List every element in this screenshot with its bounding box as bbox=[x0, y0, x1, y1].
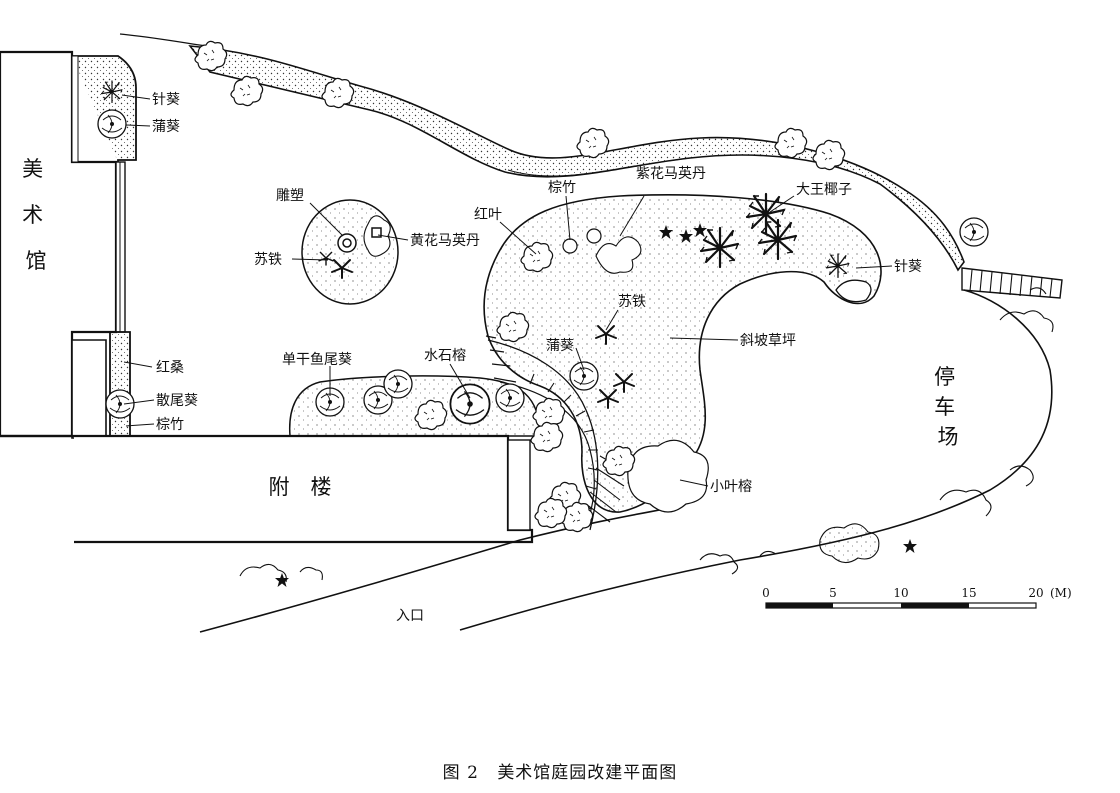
fan-palm-symbol bbox=[569, 361, 599, 391]
label-scattered-palm: 散尾葵 bbox=[156, 393, 198, 409]
label-purple-lantana: 紫花马英丹 bbox=[636, 165, 706, 182]
annex-building bbox=[0, 434, 534, 544]
label-cycas-left: 苏铁 bbox=[254, 252, 282, 268]
tree-symbol bbox=[495, 383, 525, 413]
rock-symbol bbox=[835, 279, 872, 303]
label-fishtail-palm: 单干鱼尾葵 bbox=[282, 351, 352, 368]
sculpture-island bbox=[301, 199, 399, 305]
shrub-symbol bbox=[774, 127, 808, 159]
scale-tick-20: 20 bbox=[1028, 586, 1043, 600]
label-museum: 美 术 馆 bbox=[22, 157, 50, 273]
curved-stairs bbox=[485, 335, 629, 531]
label-museum-char: 术 bbox=[22, 203, 43, 227]
water-banyan-symbol bbox=[449, 383, 491, 425]
labels: 美 术 馆 附 楼 停 车 场 入口 针葵 蒲葵 雕塑 苏铁 黄花马英丹 红叶 … bbox=[22, 92, 962, 624]
leader-lines bbox=[121, 94, 893, 487]
figure-caption: 图 2 美术馆庭园改建平面图 bbox=[0, 758, 1120, 783]
star-shrub-symbol bbox=[275, 573, 289, 587]
label-annex: 附 楼 bbox=[269, 475, 332, 499]
label-museum-char: 馆 bbox=[26, 249, 47, 273]
fan-palm-symbol bbox=[97, 109, 127, 139]
purple-lantana-symbol bbox=[595, 236, 642, 274]
label-slope-lawn: 斜坡草坪 bbox=[740, 333, 796, 349]
shrub-symbol bbox=[812, 139, 846, 171]
scale-bar: 0 5 10 15 20 (M) bbox=[762, 586, 1072, 609]
label-water-banyan: 水石榕 bbox=[424, 348, 466, 364]
scale-tick-5: 5 bbox=[829, 586, 837, 600]
label-red-mulberry: 红桑 bbox=[156, 360, 184, 376]
label-rhapis: 棕竹 bbox=[548, 180, 576, 196]
label-sculpture: 雕塑 bbox=[276, 188, 304, 204]
figure-title: 美术馆庭园改建平面图 bbox=[497, 763, 678, 783]
label-parking-char: 车 bbox=[934, 395, 955, 419]
label-needle-palm-top: 针葵 bbox=[152, 92, 180, 108]
scale-tick-15: 15 bbox=[961, 586, 976, 600]
scale-tick-0: 0 bbox=[762, 586, 770, 600]
figure-number: 图 2 bbox=[442, 763, 479, 783]
label-rhapis-left: 棕竹 bbox=[156, 417, 184, 433]
plant-symbols bbox=[97, 40, 989, 587]
rhapis-symbol bbox=[562, 238, 578, 254]
scattered-palm-symbol bbox=[105, 389, 135, 419]
label-entrance: 入口 bbox=[396, 608, 424, 624]
label-small-leaf-banyan: 小叶榕 bbox=[710, 479, 752, 495]
label-parking-char: 停 bbox=[934, 365, 955, 389]
label-parking-char: 场 bbox=[938, 425, 959, 449]
parking-area-edge bbox=[199, 287, 1054, 633]
label-fan-palm-top: 蒲葵 bbox=[152, 119, 180, 135]
rhapis-symbol bbox=[586, 228, 602, 244]
label-royal-palm: 大王椰子 bbox=[796, 182, 852, 198]
small-leaf-banyan-symbol bbox=[627, 439, 709, 513]
label-cycas-mid: 苏铁 bbox=[618, 294, 646, 310]
label-museum-char: 美 bbox=[22, 157, 43, 181]
fishtail-palm-symbol bbox=[383, 369, 413, 399]
label-yellow-lantana: 黄花马英丹 bbox=[410, 232, 480, 249]
star-shrub-symbol bbox=[903, 539, 917, 553]
label-parking: 停 车 场 bbox=[934, 365, 962, 449]
parking-steps bbox=[961, 267, 1063, 299]
shrub-symbol bbox=[534, 497, 568, 529]
shrub-symbol bbox=[230, 75, 264, 107]
label-red-leaf: 红叶 bbox=[474, 207, 502, 223]
scale-tick-10: 10 bbox=[893, 586, 908, 600]
scale-unit: (M) bbox=[1050, 586, 1072, 600]
label-fan-palm-mid: 蒲葵 bbox=[546, 338, 574, 354]
shrub-symbol bbox=[576, 127, 610, 159]
shrub-symbol bbox=[194, 40, 228, 72]
tree-symbol bbox=[959, 217, 989, 247]
label-needle-palm-right: 针葵 bbox=[894, 259, 922, 275]
